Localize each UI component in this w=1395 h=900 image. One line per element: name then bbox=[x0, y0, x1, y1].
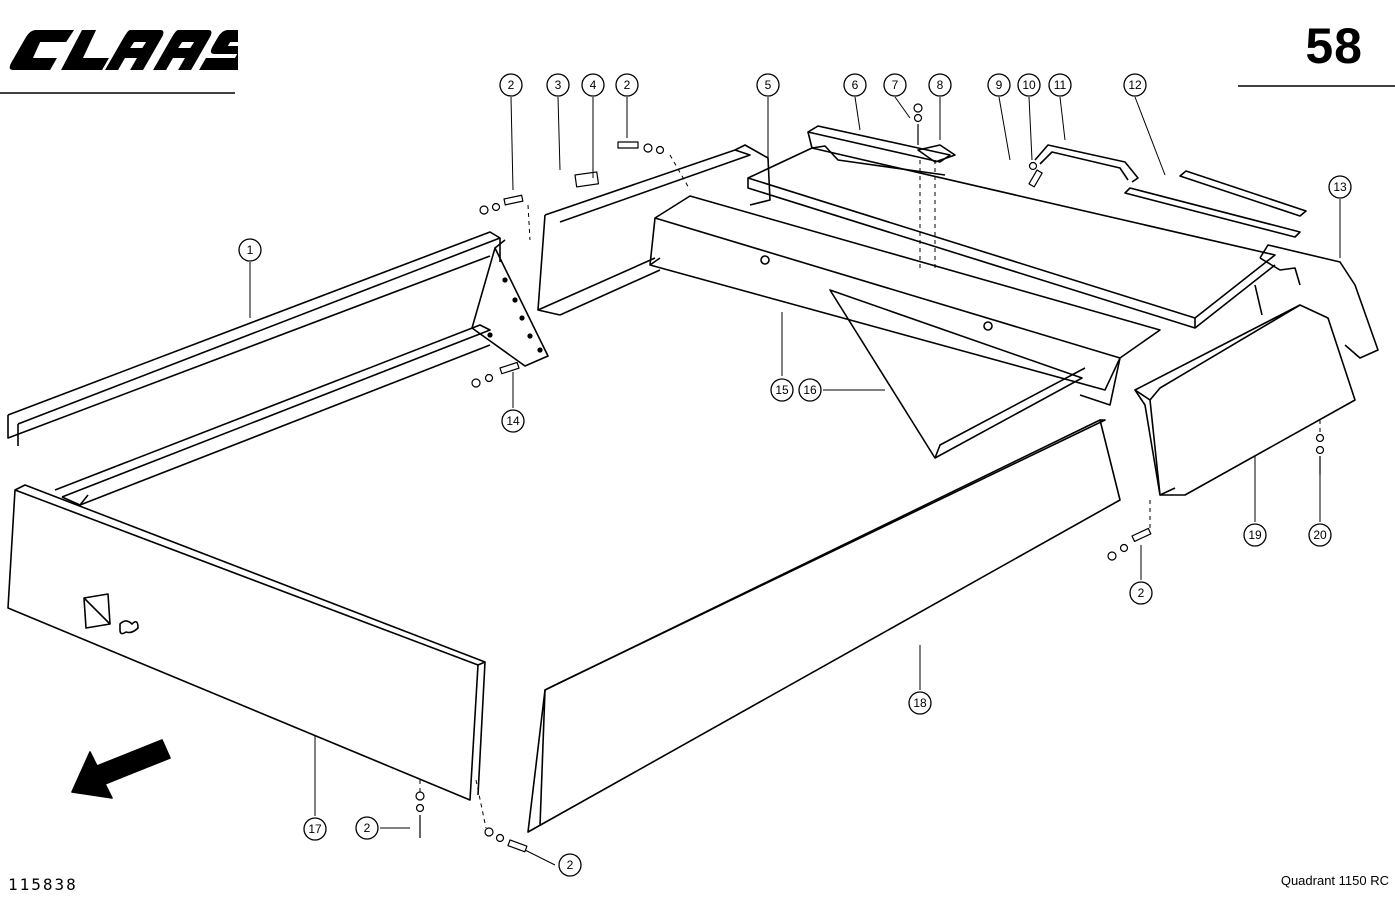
part-4-angle-rail bbox=[537, 144, 771, 316]
callout-13: 12 bbox=[1123, 73, 1147, 97]
callout-19: 18 bbox=[908, 691, 932, 715]
callout-16: 15 bbox=[770, 378, 794, 402]
part-13-end-panel bbox=[1254, 244, 1379, 359]
front-direction-arrow bbox=[71, 739, 171, 799]
callout-15: 14 bbox=[501, 409, 525, 433]
callout-label: 4 bbox=[590, 78, 597, 92]
callout-circle bbox=[1048, 73, 1072, 97]
callout-label: 2 bbox=[364, 821, 371, 835]
callout-8: 7 bbox=[883, 73, 907, 97]
callout-label: 8 bbox=[937, 78, 944, 92]
callout-circle bbox=[581, 73, 605, 97]
callout-label: 12 bbox=[1128, 78, 1142, 92]
callout-21: 20 bbox=[1308, 523, 1332, 547]
part-14-bracket bbox=[471, 239, 549, 367]
callout-5: 2 bbox=[615, 73, 639, 97]
callout-circle bbox=[615, 73, 639, 97]
callout-circle bbox=[238, 238, 262, 262]
callout-label: 18 bbox=[913, 696, 927, 710]
part-8-clamp-plate bbox=[917, 144, 956, 163]
part-16-gusset-plate bbox=[829, 289, 1086, 459]
callout-24: 2 bbox=[558, 853, 582, 877]
callout-circle bbox=[546, 73, 570, 97]
callout-label: 7 bbox=[892, 78, 899, 92]
callout-23: 2 bbox=[355, 816, 379, 840]
callout-7: 6 bbox=[843, 73, 867, 97]
callout-4: 4 bbox=[581, 73, 605, 97]
part-5-floor-plate bbox=[747, 147, 1276, 329]
callout-circle bbox=[499, 73, 523, 97]
part-6-channel-bar bbox=[807, 125, 951, 176]
callout-circle bbox=[987, 73, 1011, 97]
callout-3: 3 bbox=[546, 73, 570, 97]
callout-14: 13 bbox=[1328, 175, 1352, 199]
part-17-front-panel bbox=[7, 484, 486, 801]
callout-2: 2 bbox=[499, 73, 523, 97]
callout-17: 16 bbox=[798, 378, 822, 402]
leader-lines bbox=[249, 96, 1341, 866]
callout-1: 1 bbox=[238, 238, 262, 262]
callout-9: 8 bbox=[928, 73, 952, 97]
callout-circle bbox=[798, 378, 822, 402]
callout-circle bbox=[770, 378, 794, 402]
claas-logo bbox=[9, 30, 238, 70]
callout-circle bbox=[1328, 175, 1352, 199]
callout-label: 6 bbox=[852, 78, 859, 92]
callout-circle bbox=[883, 73, 907, 97]
part-11-handle bbox=[1034, 144, 1139, 183]
callout-circle bbox=[756, 73, 780, 97]
callout-label: 15 bbox=[775, 383, 789, 397]
callout-label: 2 bbox=[1138, 586, 1145, 600]
callout-label: 14 bbox=[506, 414, 520, 428]
callout-label: 13 bbox=[1333, 180, 1347, 194]
part-15-crossmember bbox=[649, 195, 1161, 406]
callout-circle bbox=[1017, 73, 1041, 97]
callout-circle bbox=[1243, 523, 1267, 547]
part-12-strips bbox=[1124, 170, 1307, 238]
callout-label: 2 bbox=[567, 858, 574, 872]
callout-label: 2 bbox=[624, 78, 631, 92]
part-19-side-box bbox=[1134, 304, 1356, 496]
callout-circle bbox=[1308, 523, 1332, 547]
callout-circle bbox=[1123, 73, 1147, 97]
fasteners bbox=[415, 103, 1325, 853]
callout-circle bbox=[501, 409, 525, 433]
callout-label: 9 bbox=[996, 78, 1003, 92]
callout-label: 1 bbox=[247, 243, 254, 257]
callout-label: 16 bbox=[803, 383, 817, 397]
callout-label: 20 bbox=[1313, 528, 1327, 542]
callout-circle bbox=[1129, 581, 1153, 605]
callout-label: 19 bbox=[1248, 528, 1262, 542]
callout-label: 11 bbox=[1054, 78, 1067, 92]
callout-12: 11 bbox=[1048, 73, 1072, 97]
part-18-right-panel bbox=[527, 419, 1121, 833]
drawing-number: 115838 bbox=[8, 875, 78, 894]
callout-label: 10 bbox=[1022, 78, 1036, 92]
callout-circle bbox=[355, 816, 379, 840]
callout-label: 17 bbox=[308, 822, 322, 836]
callout-circle bbox=[908, 691, 932, 715]
callout-label: 2 bbox=[508, 78, 515, 92]
callout-18: 17 bbox=[303, 817, 327, 841]
model-name: Quadrant 1150 RC bbox=[1280, 873, 1389, 888]
callout-10: 9 bbox=[987, 73, 1011, 97]
callout-label: 5 bbox=[765, 78, 772, 92]
callout-6: 5 bbox=[756, 73, 780, 97]
callout-circle bbox=[303, 817, 327, 841]
part-1-side-rail bbox=[7, 231, 501, 506]
callout-22: 2 bbox=[1129, 581, 1153, 605]
callout-circle bbox=[558, 853, 582, 877]
page-number: 58 bbox=[1305, 18, 1363, 74]
callout-11: 10 bbox=[1017, 73, 1041, 97]
callout-label: 3 bbox=[555, 78, 562, 92]
callout-circle bbox=[843, 73, 867, 97]
callout-circle bbox=[928, 73, 952, 97]
callout-20: 19 bbox=[1243, 523, 1267, 547]
